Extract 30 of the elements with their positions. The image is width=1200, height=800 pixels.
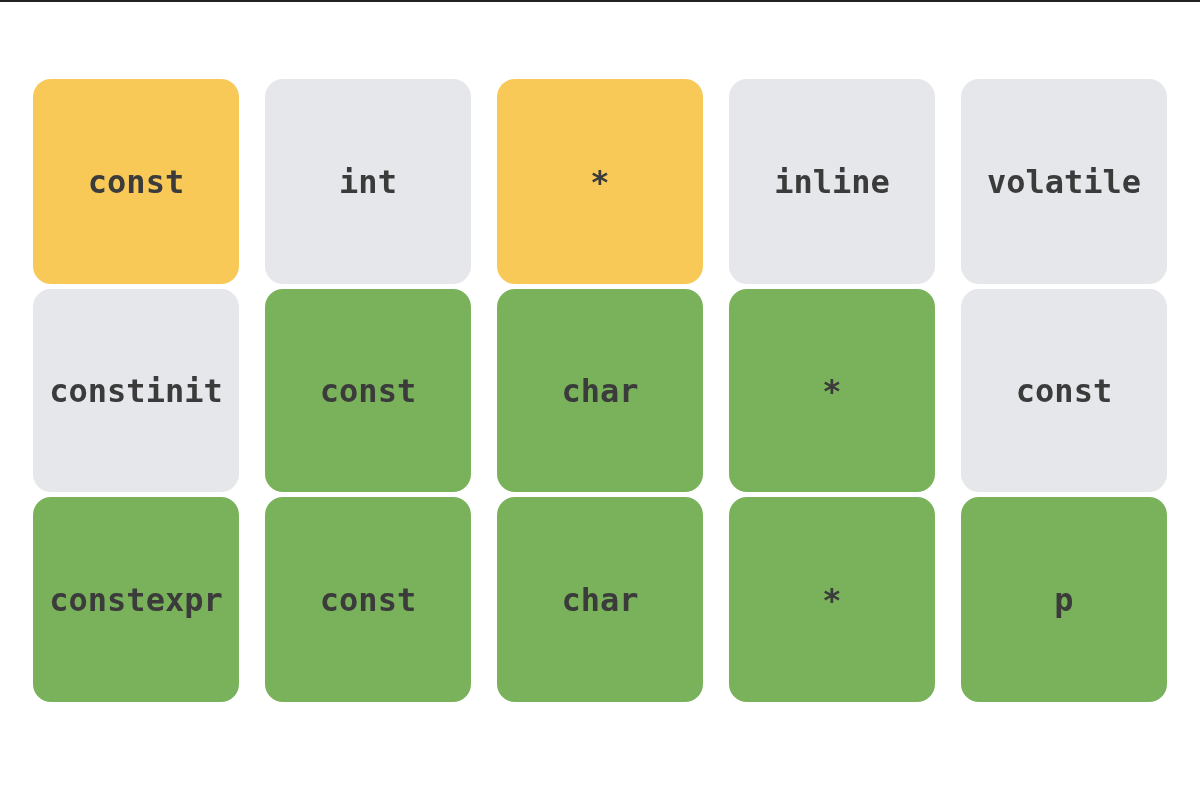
- word-tile: [497, 289, 703, 492]
- code-keyword: int: [339, 162, 397, 201]
- word-tile: [497, 79, 703, 284]
- word-tile: [729, 289, 935, 492]
- code-keyword: constinit: [49, 371, 223, 410]
- word-tile: [961, 79, 1167, 284]
- word-tile: [33, 79, 239, 284]
- code-keyword: char: [561, 580, 639, 619]
- word-tile: [729, 497, 935, 702]
- code-keyword: char: [561, 371, 639, 410]
- word-tile: [497, 497, 703, 702]
- code-keyword: const: [87, 162, 185, 201]
- word-tile: [961, 289, 1167, 492]
- word-tile: [265, 497, 471, 702]
- word-tile: [265, 79, 471, 284]
- code-keyword: *: [822, 580, 842, 619]
- word-tile: [961, 497, 1167, 702]
- code-keyword: constexpr: [49, 580, 223, 619]
- word-tile: [265, 289, 471, 492]
- code-keyword: const: [319, 580, 417, 619]
- word-tile: [729, 79, 935, 284]
- code-keyword: const: [1015, 371, 1113, 410]
- code-keyword: *: [822, 371, 842, 410]
- code-keyword: volatile: [986, 162, 1142, 201]
- code-keyword: inline: [774, 162, 890, 201]
- word-tile: [33, 497, 239, 702]
- code-keyword: const: [319, 371, 417, 410]
- code-keyword: *: [590, 162, 610, 201]
- code-keyword: p: [1054, 580, 1074, 619]
- word-tile: [33, 289, 239, 492]
